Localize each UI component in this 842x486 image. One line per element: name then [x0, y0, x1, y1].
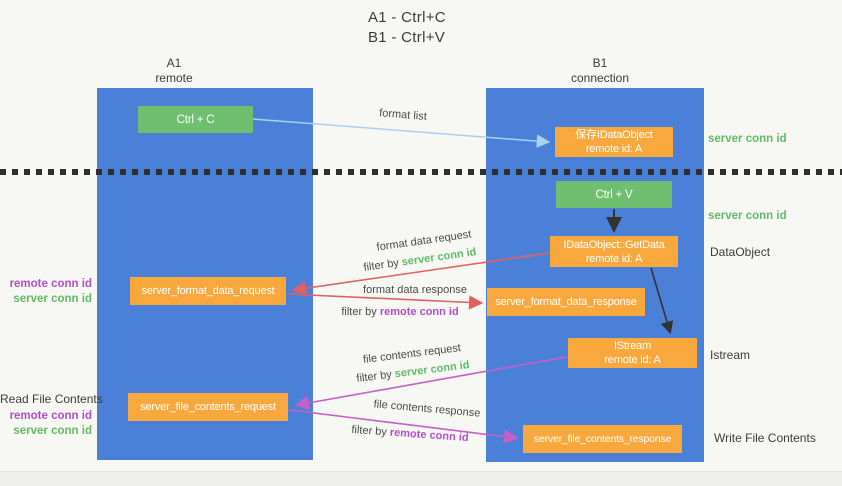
- right-label-server-conn-id-top: server conn id: [708, 133, 787, 145]
- node-server-file-contents-request: server_file_contents_request: [128, 393, 288, 421]
- node-server-file-contents-response-label: server_file_contents_response: [533, 433, 672, 445]
- title-line-1: A1 - Ctrl+C: [368, 9, 446, 26]
- node-istream-line1: IStream: [613, 340, 652, 352]
- right-lane-subtitle: connection: [570, 71, 630, 85]
- node-idataobject-getdata-line2: remote id: A: [585, 252, 643, 265]
- left-lane-title: A1: [166, 56, 182, 70]
- node-server-format-data-response: server_format_data_response: [487, 288, 645, 316]
- node-ctrl-c: Ctrl + C: [138, 106, 253, 133]
- node-idataobject-getdata-line1: IDataObject::GetData: [563, 238, 665, 251]
- node-ctrl-v-label: Ctrl + V: [595, 188, 633, 201]
- node-istream: IStream remote id: A: [568, 338, 697, 368]
- left-label-server-conn-id-2: server conn id: [13, 425, 92, 437]
- node-server-format-data-request: server_format_data_request: [130, 277, 286, 305]
- format-request-to-response-arrow: [286, 293, 484, 310]
- filter-by-text: filter by: [341, 306, 380, 318]
- node-save-idataobject-line2: remote id: A: [585, 143, 643, 155]
- bottom-strip: [0, 471, 842, 486]
- file-request-to-response-arrow: [289, 409, 519, 444]
- left-lane-header: A1 remote: [114, 56, 234, 86]
- node-server-format-data-request-label: server_format_data_request: [141, 285, 275, 297]
- left-label-remote-conn-id-2: remote conn id: [9, 410, 92, 422]
- istream-to-file-request-arrow: [294, 356, 567, 410]
- right-lane-title: B1: [592, 56, 608, 70]
- node-server-format-data-response-label: server_format_data_response: [495, 296, 637, 308]
- getdata-to-format-request-arrow: [291, 252, 550, 296]
- node-save-idataobject: 保存IDataObject remote id: A: [555, 127, 673, 157]
- left-label-server-conn-id-1: server conn id: [13, 293, 92, 305]
- getdata-to-istream-arrow: [650, 267, 674, 335]
- node-idataobject-getdata: IDataObject::GetData remote id: A: [550, 236, 678, 267]
- title-line-2: B1 - Ctrl+V: [368, 29, 446, 46]
- node-server-file-contents-response: server_file_contents_response: [523, 425, 682, 453]
- right-label-istream: Istream: [710, 348, 751, 362]
- remote-conn-id-text: remote conn id: [379, 306, 459, 318]
- format-list-arrow: [252, 118, 551, 148]
- left-lane-subtitle: remote: [155, 71, 193, 85]
- label-format-data-response: format data response: [363, 284, 467, 296]
- left-label-remote-conn-id-1: remote conn id: [9, 278, 92, 290]
- diagram-title: A1 - Ctrl+C B1 - Ctrl+V: [368, 8, 488, 48]
- right-label-dataobject: DataObject: [710, 245, 771, 259]
- node-server-file-contents-request-label: server_file_contents_request: [140, 401, 276, 413]
- left-label-read-file-contents: Read File Contents: [0, 392, 103, 406]
- right-label-write-file-contents: Write File Contents: [714, 431, 816, 445]
- node-ctrl-v: Ctrl + V: [556, 181, 672, 208]
- right-lane-header: B1 connection: [540, 56, 660, 86]
- node-ctrl-c-label: Ctrl + C: [176, 113, 215, 126]
- label-filter-by-remote-conn-id-1: filter by remote conn id: [341, 306, 458, 318]
- dotted-separator-line: [0, 169, 842, 175]
- node-istream-line2: remote id: A: [604, 354, 661, 366]
- right-label-server-conn-id-mid: server conn id: [708, 210, 787, 222]
- node-save-idataobject-line1: 保存IDataObject: [575, 129, 653, 141]
